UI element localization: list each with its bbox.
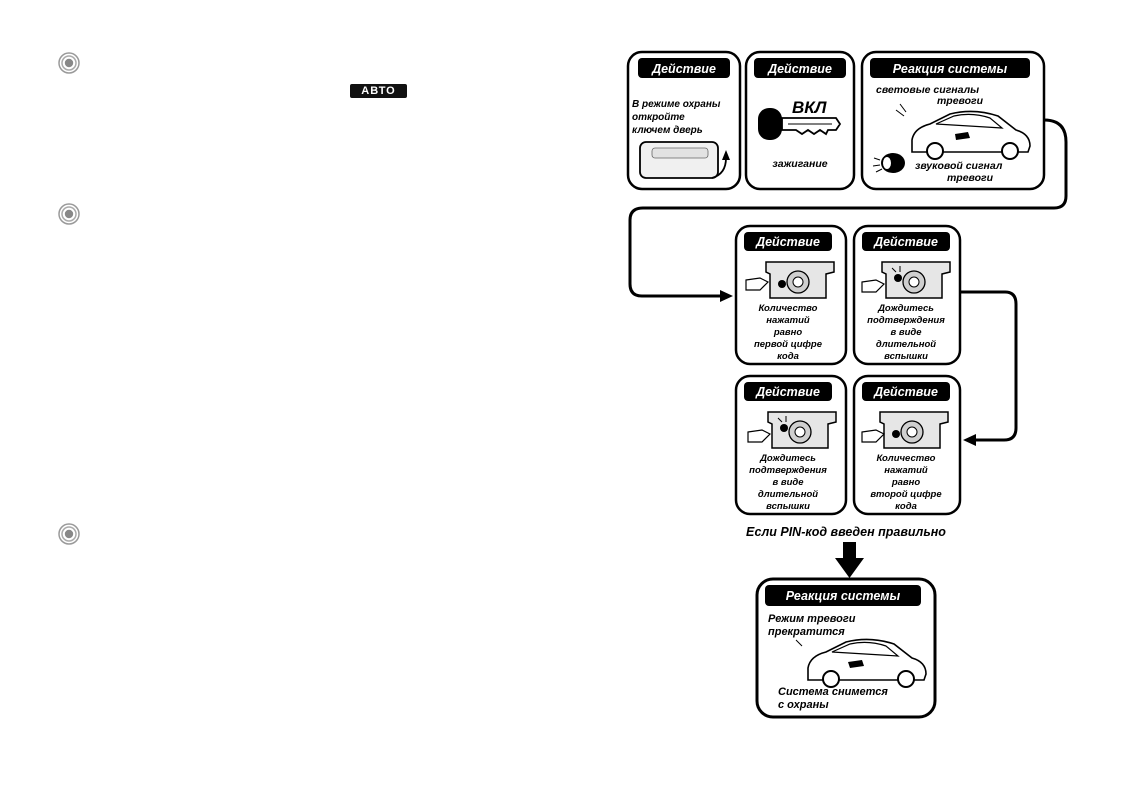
bullet-icon bbox=[58, 52, 80, 74]
transceiver-button-icon bbox=[745, 261, 835, 299]
reaction-box-disarm: Реакция системы Режим тревоги прекратитс… bbox=[755, 577, 937, 719]
transceiver-led-icon bbox=[861, 261, 951, 299]
box-text-line: ключем дверь bbox=[632, 125, 703, 136]
action-box-wait-confirm-2: Действие Дождитесь подтверждения в виде … bbox=[734, 374, 848, 516]
box-text-line: нажатий bbox=[884, 465, 928, 476]
box-text-line: Количество bbox=[877, 453, 936, 464]
box-text-line: В режиме охраны bbox=[632, 99, 721, 110]
box-text-line: в виде bbox=[772, 477, 804, 488]
box-text-line: Дождитесь bbox=[759, 453, 816, 464]
transceiver-button-icon bbox=[861, 411, 949, 449]
box-text-line: нажатий bbox=[766, 315, 810, 326]
box-text-line: Система снимется bbox=[778, 686, 888, 698]
box-header: Реакция системы bbox=[786, 589, 901, 603]
box-text-line: кода bbox=[895, 501, 917, 512]
box-text-line: вспышки bbox=[884, 351, 928, 362]
box-header: Действие bbox=[651, 62, 716, 76]
box-text-line: равно bbox=[773, 327, 803, 338]
mode-badge: АВТО bbox=[350, 84, 407, 98]
box-text-line: длительной bbox=[758, 489, 818, 500]
box-text-line: подтверждения bbox=[749, 465, 827, 476]
down-arrow-icon bbox=[835, 542, 864, 578]
box-text-line: Количество bbox=[759, 303, 818, 314]
action-box-open-door: Действие В режиме охраны откройте ключем… bbox=[626, 50, 742, 191]
box-text-line: с охраны bbox=[778, 699, 829, 711]
box-text-line: длительной bbox=[876, 339, 936, 350]
box-header: Действие bbox=[767, 62, 832, 76]
arrow-head bbox=[720, 290, 733, 302]
box-text-line: тревоги bbox=[937, 95, 984, 107]
box-text-line: звуковой сигнал bbox=[915, 160, 1003, 172]
box-header: Реакция системы bbox=[893, 62, 1008, 76]
box-text-line: кода bbox=[777, 351, 799, 362]
action-box-second-digit: Действие Количество нажатий равно второй… bbox=[852, 374, 962, 516]
box-header: Действие bbox=[873, 385, 938, 399]
bullet-icon bbox=[58, 203, 80, 225]
box-text-line: равно bbox=[891, 477, 921, 488]
box-text-line: вспышки bbox=[766, 501, 810, 512]
transceiver-led-icon bbox=[747, 411, 837, 449]
car-key-icon bbox=[758, 108, 842, 140]
box-header: Действие bbox=[755, 235, 820, 249]
arrow-head bbox=[963, 434, 976, 446]
box-text-line: подтверждения bbox=[867, 315, 945, 326]
box-header: Действие bbox=[873, 235, 938, 249]
box-text-line: первой цифре bbox=[754, 339, 823, 350]
action-box-first-digit: Действие Количество нажатий равно первой… bbox=[734, 224, 848, 366]
bullet-icon bbox=[58, 523, 80, 545]
door-handle-icon bbox=[639, 141, 730, 179]
action-box-ignition: Действие ВКЛ зажигание bbox=[744, 50, 856, 191]
box-text-line: откройте bbox=[632, 112, 685, 123]
box-text-line: Режим тревоги bbox=[768, 613, 856, 625]
box-text-line: тревоги bbox=[947, 172, 994, 184]
box-text-line: прекратится bbox=[768, 626, 845, 638]
box-text-line: Дождитесь bbox=[877, 303, 934, 314]
car-icon bbox=[795, 638, 927, 688]
siren-speaker-icon bbox=[872, 153, 905, 173]
box-text-line: в виде bbox=[890, 327, 922, 338]
box-text-line: второй цифре bbox=[870, 489, 942, 500]
condition-text: Если PIN-код введен правильно bbox=[746, 525, 946, 539]
car-icon bbox=[895, 103, 1031, 160]
connector-arrow bbox=[628, 118, 1068, 298]
ignition-on-label: ВКЛ bbox=[792, 98, 827, 117]
reaction-box-alarm: Реакция системы световые сигналы тревоги… bbox=[860, 50, 1046, 191]
box-header: Действие bbox=[755, 385, 820, 399]
box-text-line: световые сигналы bbox=[876, 84, 979, 96]
connector-arrow bbox=[960, 290, 1018, 442]
ignition-caption: зажигание bbox=[772, 158, 827, 170]
action-box-wait-confirm-1: Действие Дождитесь подтверждения в виде … bbox=[852, 224, 962, 366]
